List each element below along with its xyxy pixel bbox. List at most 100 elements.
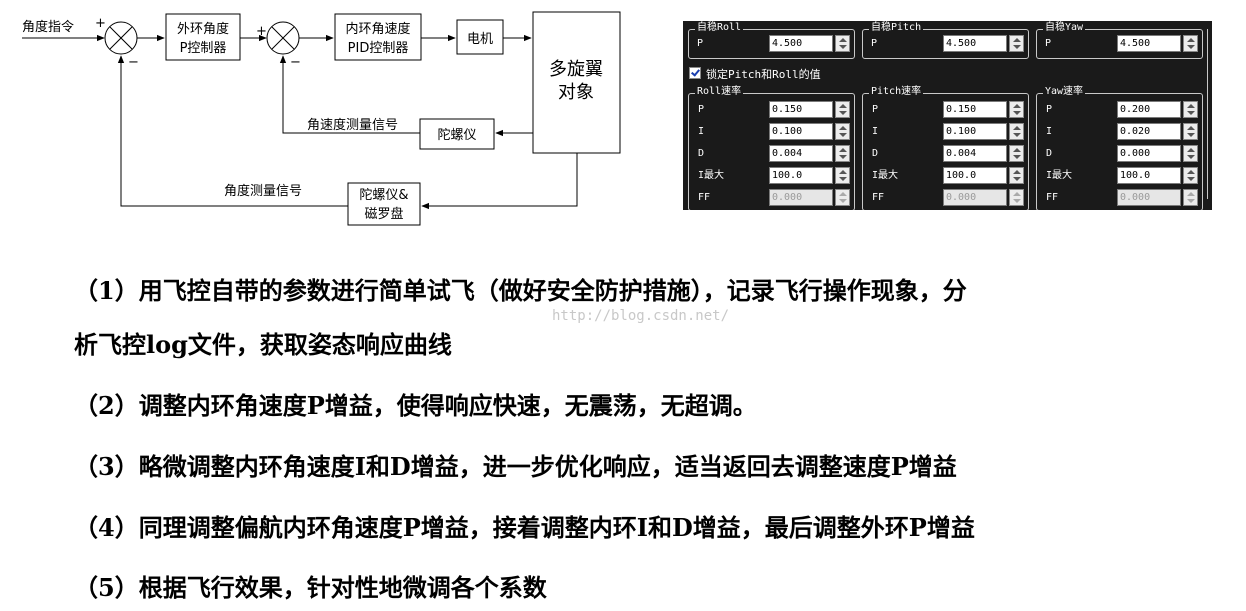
outer-block-line2: P控制器 xyxy=(180,41,227,56)
step-5: （5）根据飞行效果，针对性地微调各个系数 xyxy=(74,573,547,602)
param-label: P xyxy=(1046,104,1053,115)
step-3: （3）略微调整内环角速度I和D增益，进一步优化响应，适当返回去调整速度P增益 xyxy=(74,452,957,481)
rate-signal-label: 角速度测量信号 xyxy=(307,117,398,133)
step-2: （2）调整内环角速度P增益，使得响应快速，无震荡，无超调。 xyxy=(74,391,757,420)
param-label: FF xyxy=(698,192,711,203)
param-input[interactable]: 100.0 xyxy=(769,167,833,184)
spin-button[interactable] xyxy=(835,123,850,140)
divider xyxy=(1207,29,1211,199)
spin-button[interactable] xyxy=(1183,123,1198,140)
param-row: P 4.500 xyxy=(1037,34,1202,54)
spin-button[interactable] xyxy=(1183,167,1198,184)
stab-roll-group: 自稳Roll P 4.500 xyxy=(688,22,855,59)
param-input[interactable]: 0.150 xyxy=(769,101,833,118)
step-1-line2: 析飞控log文件，获取姿态响应曲线 xyxy=(74,330,452,359)
outer-block-line1: 外环角度 xyxy=(177,21,229,37)
spin-button[interactable] xyxy=(1183,35,1198,52)
param-input[interactable]: 0.150 xyxy=(943,101,1007,118)
param-label: D xyxy=(698,148,705,159)
spin-button[interactable] xyxy=(1009,145,1024,162)
input-label: 角度指令 xyxy=(22,19,74,35)
spin-button[interactable] xyxy=(1009,35,1024,52)
step-4: （4）同理调整偏航内环角速度P增益，接着调整内环I和D增益，最后调整外环P增益 xyxy=(74,513,975,542)
spin-button[interactable] xyxy=(835,35,850,52)
param-input[interactable]: 0.100 xyxy=(943,123,1007,140)
stab-roll-p-input[interactable]: 4.500 xyxy=(769,35,833,52)
plant-block-line1: 多旋翼 xyxy=(549,59,603,80)
stab-pitch-p-input[interactable]: 4.500 xyxy=(943,35,1007,52)
param-row: D 0.000 xyxy=(1037,144,1202,164)
group-title: Pitch速率 xyxy=(869,86,924,98)
param-input: 0.000 xyxy=(1117,189,1181,206)
param-label: I xyxy=(872,126,879,137)
spin-button[interactable] xyxy=(1009,123,1024,140)
group-title: 自稳Pitch xyxy=(869,22,924,34)
param-input: 0.000 xyxy=(943,189,1007,206)
param-input[interactable]: 100.0 xyxy=(943,167,1007,184)
param-input: 0.000 xyxy=(769,189,833,206)
param-row: P 0.150 xyxy=(863,100,1028,120)
param-input[interactable]: 0.004 xyxy=(769,145,833,162)
gyro-compass-line2: 磁罗盘 xyxy=(364,206,403,222)
inner-block-line2: PID控制器 xyxy=(348,41,409,56)
param-row: I 0.100 xyxy=(689,122,854,142)
spin-button[interactable] xyxy=(835,145,850,162)
param-row: P 0.200 xyxy=(1037,100,1202,120)
param-input[interactable]: 0.100 xyxy=(769,123,833,140)
spin-button[interactable] xyxy=(1009,167,1024,184)
checkbox-icon[interactable] xyxy=(689,67,701,79)
param-row: FF 0.000 xyxy=(689,188,854,208)
lock-label: 锁定Pitch和Roll的值 xyxy=(706,68,821,81)
lock-pitch-roll-checkbox[interactable]: 锁定Pitch和Roll的值 xyxy=(689,67,821,82)
group-title: Roll速率 xyxy=(695,86,744,98)
param-row: D 0.004 xyxy=(689,144,854,164)
gyro-compass-line1: 陀螺仪& xyxy=(359,187,408,203)
spin-button xyxy=(835,189,850,206)
plus-sign-2: + xyxy=(256,24,267,39)
spin-button[interactable] xyxy=(835,101,850,118)
minus-sign-1: − xyxy=(128,55,139,70)
param-label: P xyxy=(698,104,705,115)
stab-pitch-group: 自稳Pitch P 4.500 xyxy=(862,22,1029,59)
param-label: P xyxy=(1045,38,1052,49)
param-row: I最大 100.0 xyxy=(689,166,854,186)
param-label: I xyxy=(1046,126,1053,137)
param-input[interactable]: 0.200 xyxy=(1117,101,1181,118)
param-row: P 4.500 xyxy=(689,34,854,54)
group-title: 自稳Roll xyxy=(695,22,744,34)
param-row: I 0.100 xyxy=(863,122,1028,142)
plus-sign-1: + xyxy=(95,16,106,31)
param-label: I最大 xyxy=(698,170,725,181)
param-input[interactable]: 0.004 xyxy=(943,145,1007,162)
spin-button[interactable] xyxy=(1009,101,1024,118)
stab-yaw-p-input[interactable]: 4.500 xyxy=(1117,35,1181,52)
param-label: P xyxy=(872,104,879,115)
spin-button xyxy=(1183,189,1198,206)
group-title: Yaw速率 xyxy=(1043,86,1086,98)
control-block-diagram: 角度指令 + − + − 外环角度 P控制器 内环角速度 PID控制器 电机 多… xyxy=(22,11,621,226)
spin-button[interactable] xyxy=(1183,145,1198,162)
param-input[interactable]: 0.020 xyxy=(1117,123,1181,140)
param-row: I 0.020 xyxy=(1037,122,1202,142)
param-label: I xyxy=(698,126,705,137)
param-input[interactable]: 100.0 xyxy=(1117,167,1181,184)
pid-parameter-panel: 自稳Roll P 4.500 自稳Pitch P 4.500 自稳Yaw P 4… xyxy=(683,21,1212,210)
spin-button xyxy=(1009,189,1024,206)
stab-yaw-group: 自稳Yaw P 4.500 xyxy=(1036,22,1203,59)
spin-button[interactable] xyxy=(835,167,850,184)
plant-block-line2: 对象 xyxy=(558,82,594,103)
inner-block-line1: 内环角速度 xyxy=(345,21,410,37)
spin-button[interactable] xyxy=(1183,101,1198,118)
group-title: 自稳Yaw xyxy=(1043,22,1086,34)
param-row: P 4.500 xyxy=(863,34,1028,54)
param-input[interactable]: 0.000 xyxy=(1117,145,1181,162)
param-label: D xyxy=(1046,148,1053,159)
angle-signal-label: 角度测量信号 xyxy=(224,183,302,199)
